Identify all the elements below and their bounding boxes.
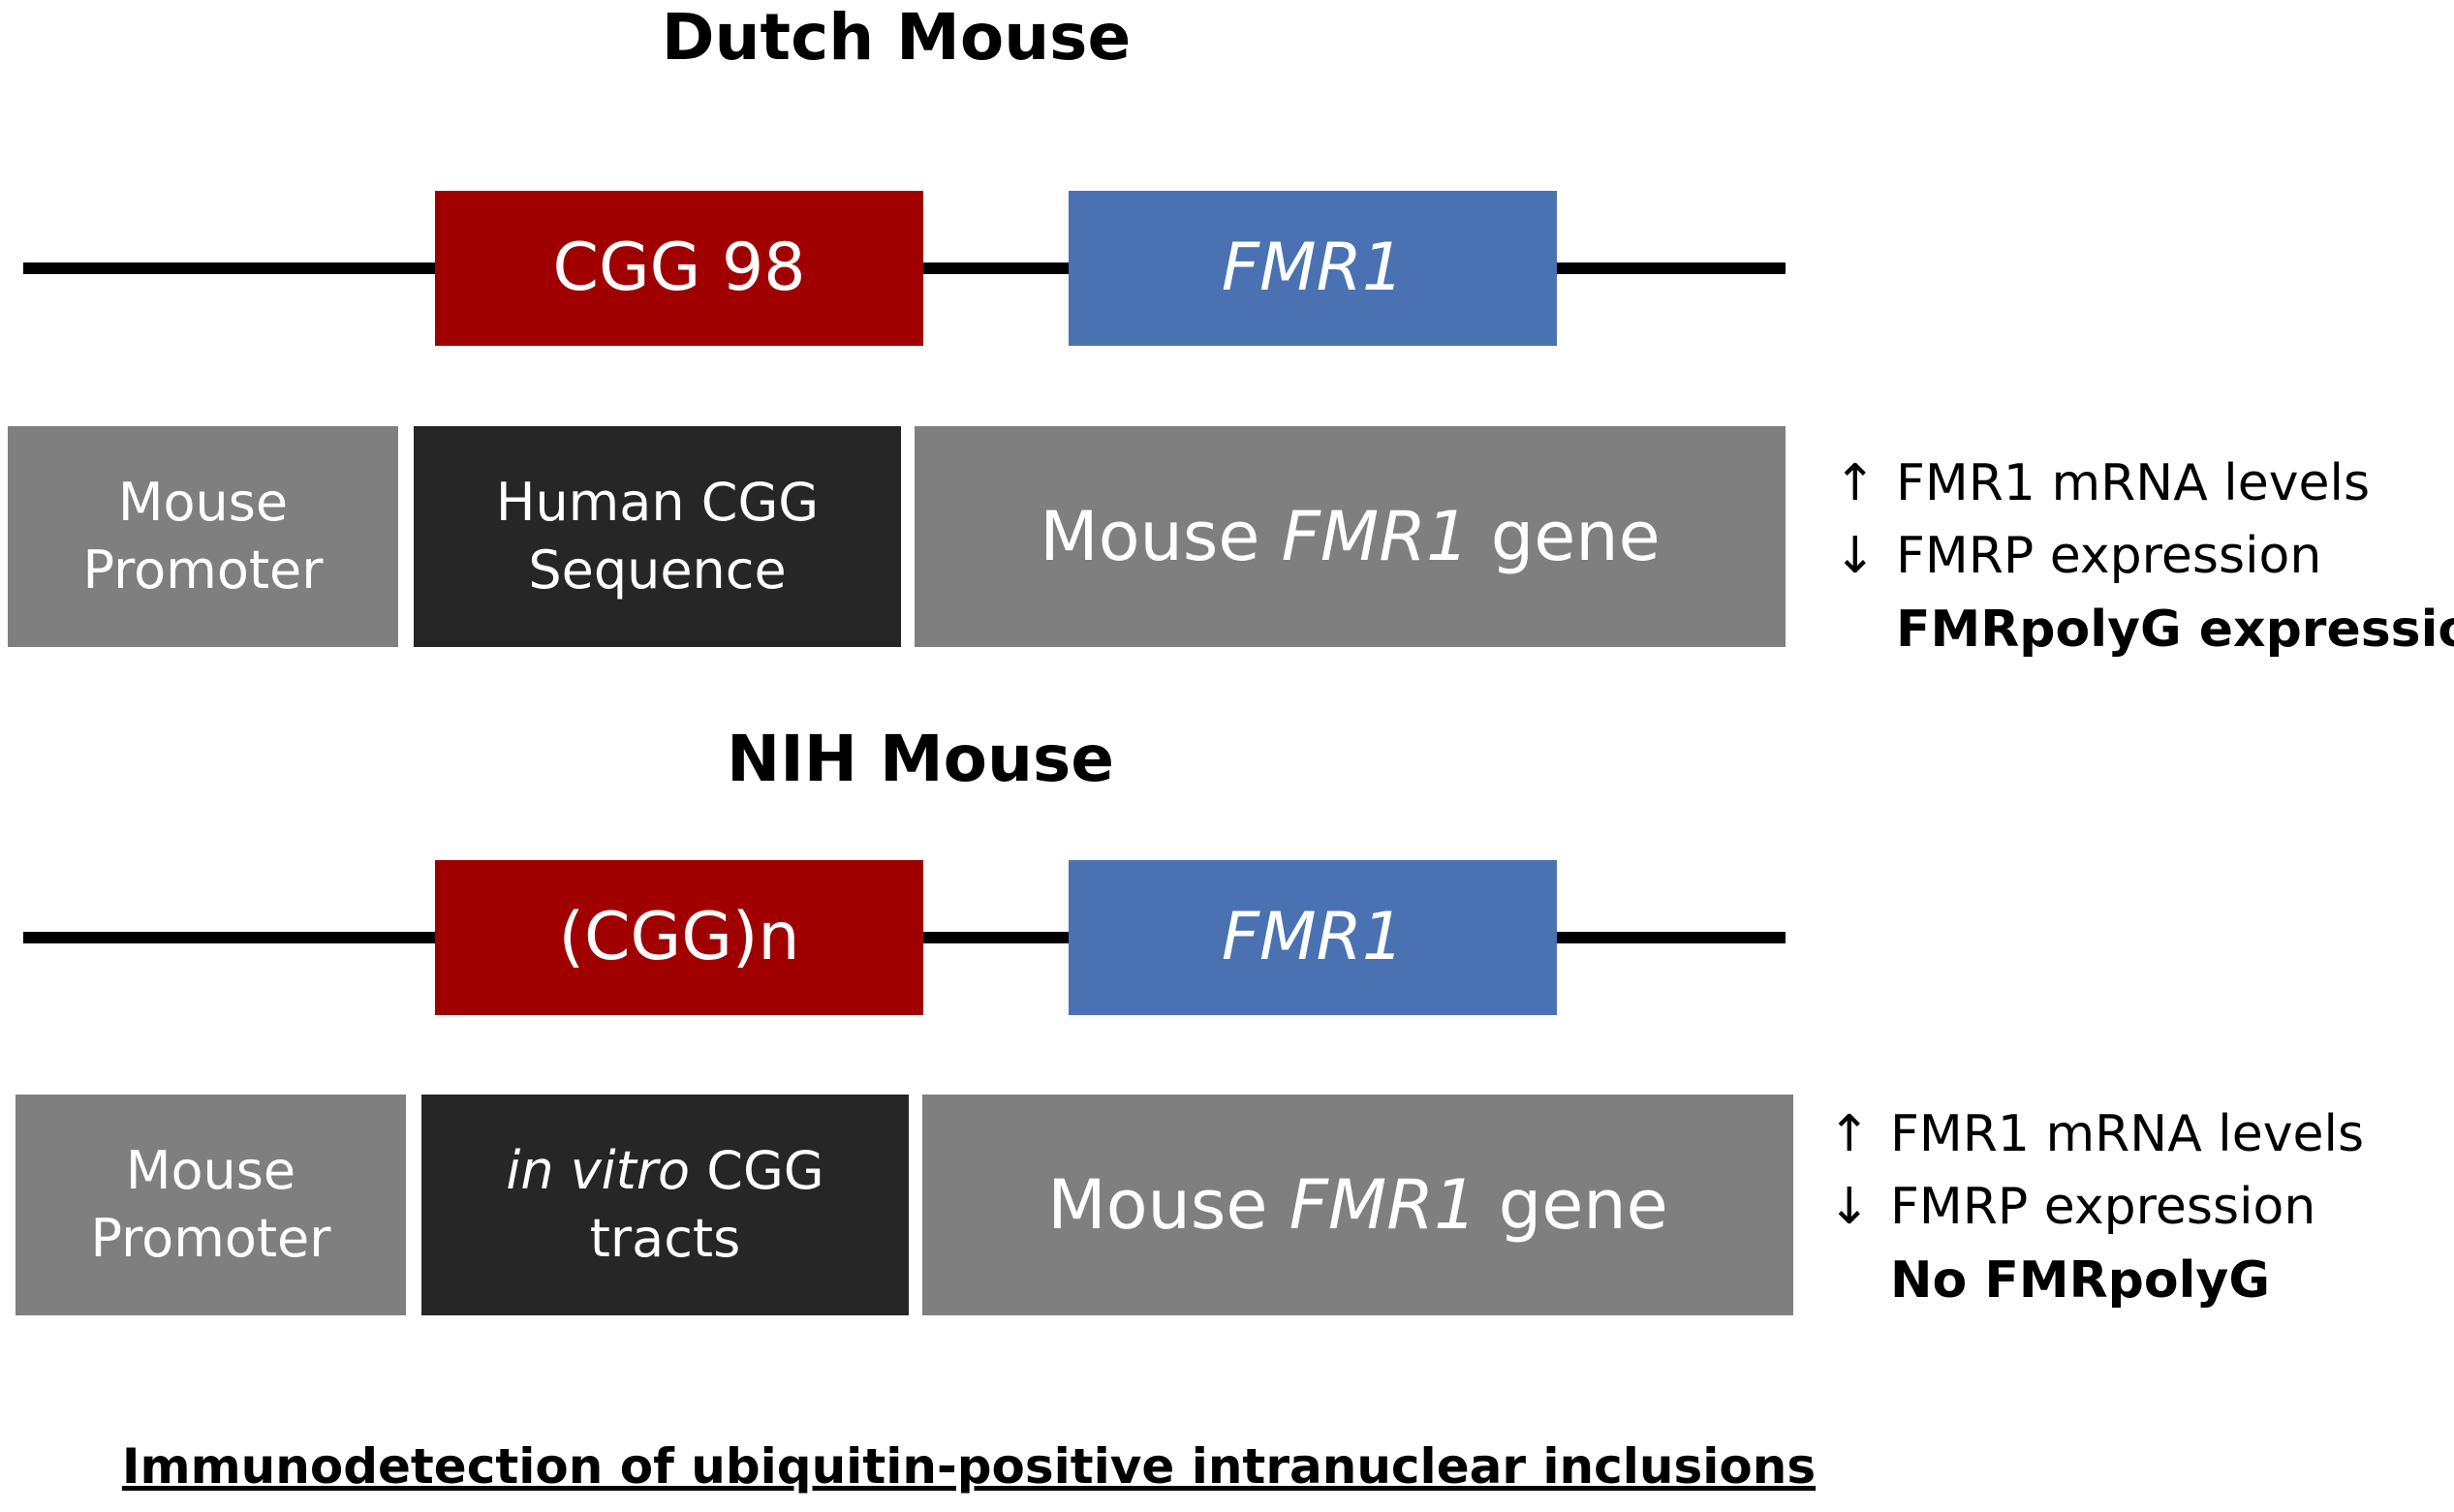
footer-caption: Immunodetection of ubiquitin-positive in… bbox=[121, 1438, 1817, 1495]
arrow-up-icon: ↑ bbox=[1828, 1105, 1871, 1163]
nih-insert-line2: tracts bbox=[589, 1208, 741, 1269]
nih-gene-segment: Mouse FMR1 gene bbox=[922, 1095, 1793, 1315]
nih-gene-suffix: gene bbox=[1476, 1164, 1668, 1245]
dutch-insert-line2: Sequence bbox=[528, 540, 787, 601]
nih-insert-segment: in vitro CGG tracts bbox=[421, 1095, 909, 1315]
dutch-promoter-line2: Promoter bbox=[82, 540, 324, 601]
dutch-insert-line1: Human CGG bbox=[495, 471, 820, 533]
arrow-down-icon: ↓ bbox=[1828, 1178, 1871, 1237]
arrow-up-icon: ↑ bbox=[1834, 454, 1877, 512]
nih-gene-italic: FMR1 bbox=[1289, 1164, 1477, 1245]
nih-cgg-repeat-label: (CGG)n bbox=[558, 898, 800, 975]
dutch-gene-segment: Mouse FMR1 gene bbox=[915, 426, 1786, 647]
dutch-cgg-repeat-box: CGG 98 bbox=[435, 191, 923, 346]
nih-note-fmrp: ↓FMRP expression bbox=[1828, 1171, 2364, 1244]
nih-promoter-line1: Mouse bbox=[125, 1139, 296, 1201]
nih-promoter-segment: Mouse Promoter bbox=[16, 1095, 406, 1315]
dutch-fmr1-box: FMR1 bbox=[1069, 191, 1557, 346]
nih-notes: ↑FMR1 mRNA levels ↓FMRP expression No FM… bbox=[1828, 1098, 2364, 1317]
dutch-gene-prefix: Mouse bbox=[1040, 496, 1282, 576]
nih-fmr1-box: FMR1 bbox=[1069, 860, 1557, 1015]
dutch-gene-suffix: gene bbox=[1469, 496, 1661, 576]
dutch-fmr1-label: FMR1 bbox=[1221, 229, 1405, 306]
dutch-cgg-repeat-label: CGG 98 bbox=[552, 229, 806, 306]
dutch-note-fmrp: ↓FMRP expression bbox=[1834, 520, 2454, 593]
nih-insert-line1: in vitro CGG bbox=[506, 1139, 824, 1201]
dutch-notes: ↑FMR1 mRNA levels ↓FMRP expression FMRpo… bbox=[1834, 447, 2454, 666]
dutch-promoter-segment: Mouse Promoter bbox=[8, 426, 398, 647]
nih-mouse-title: NIH Mouse bbox=[726, 722, 1115, 796]
dutch-note-polyg: FMRpolyG expression bbox=[1896, 600, 2454, 659]
dutch-note-mrna: ↑FMR1 mRNA levels bbox=[1834, 447, 2454, 520]
dutch-gene-italic: FMR1 bbox=[1281, 496, 1470, 576]
arrow-down-icon: ↓ bbox=[1834, 527, 1877, 586]
nih-note-mrna: ↑FMR1 mRNA levels bbox=[1828, 1098, 2364, 1171]
nih-note-polyg: No FMRpolyG bbox=[1890, 1250, 2271, 1310]
dutch-mouse-title: Dutch Mouse bbox=[661, 0, 1132, 75]
dutch-insert-segment: Human CGG Sequence bbox=[414, 426, 901, 647]
dutch-promoter-line1: Mouse bbox=[117, 471, 289, 533]
nih-gene-prefix: Mouse bbox=[1047, 1164, 1289, 1245]
nih-cgg-repeat-box: (CGG)n bbox=[435, 860, 923, 1015]
nih-promoter-line2: Promoter bbox=[90, 1208, 331, 1269]
nih-fmr1-label: FMR1 bbox=[1221, 898, 1405, 975]
